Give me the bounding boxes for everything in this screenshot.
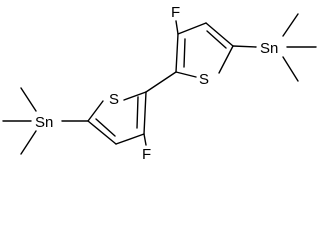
double-bond-inner-c3l-c2l	[136, 96, 139, 129]
bond-sn-methyl-up	[282, 13, 299, 37]
bond-c5l-c4l	[87, 120, 117, 145]
structure-svg: F F S S Sn Sn	[2, 4, 317, 163]
bond-sn-methyl-up-left	[20, 87, 37, 112]
double-bond-inner-c4r-c5r	[206, 30, 227, 49]
fluorine-label-bottom: F	[142, 146, 151, 163]
bond-biaryl	[145, 71, 177, 93]
bond-c4r-c5r	[205, 22, 234, 47]
double-bond-inner-c5l-c4l	[95, 118, 116, 137]
tin-label-right: Sn	[260, 40, 278, 57]
bond-sn-methyl-down	[282, 56, 299, 82]
bond-s-l-c5l	[87, 100, 104, 122]
fluorine-label-top: F	[171, 4, 180, 21]
sulfur-label-right-ring: S	[199, 71, 209, 88]
right-thiophene-ring	[175, 22, 234, 78]
bond-c5r-s-r	[218, 45, 234, 74]
bond-c2r-c3r	[175, 33, 179, 73]
sulfur-label-left-ring: S	[109, 91, 119, 108]
bond-c3r-f	[175, 20, 179, 35]
bond-c3r-c4r	[177, 22, 207, 35]
double-bond-inner-c2r-c3r	[183, 38, 186, 68]
left-thiophene-ring	[87, 91, 147, 145]
bond-c3l-f	[143, 133, 147, 146]
bond-c3l-c2l	[143, 91, 147, 135]
bond-c5r-sn	[232, 45, 257, 48]
molecule-diagram: F F S S Sn Sn	[2, 4, 317, 163]
bond-sn-methyl-down-left	[20, 130, 37, 155]
bond-s-r-c2r	[175, 71, 197, 78]
bond-c4l-c3l	[115, 133, 145, 145]
bond-c2l-s-l	[123, 91, 147, 101]
tin-label-left: Sn	[35, 114, 53, 131]
